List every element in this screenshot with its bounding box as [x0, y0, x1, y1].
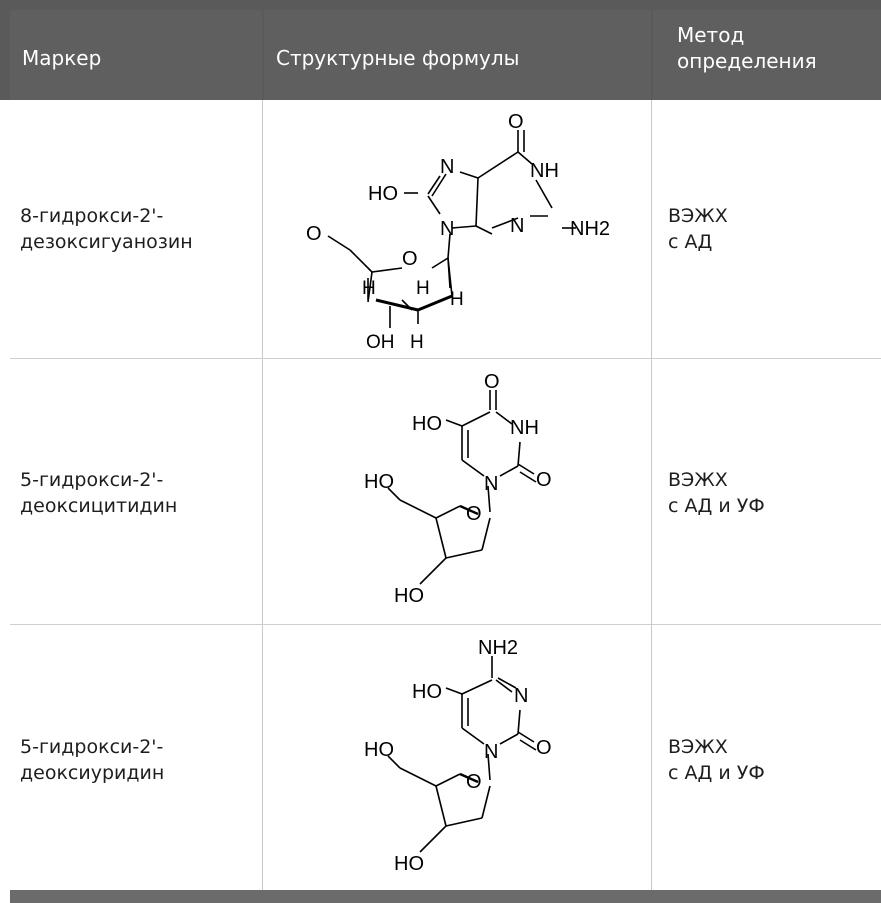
method-name: ВЭЖХ с АД и УФ [668, 469, 765, 517]
header-cell-marker: Маркер [10, 10, 262, 100]
atom-label: N [484, 473, 498, 495]
atom-label: OH [366, 332, 395, 353]
atom-label: O [402, 248, 418, 270]
atom-label: HO [412, 413, 442, 435]
atom-label: HO [368, 183, 398, 205]
column-divider-1 [262, 100, 263, 890]
atom-label: H [362, 278, 376, 299]
row-divider-1 [10, 358, 881, 359]
atom-label: O [306, 223, 322, 245]
atom-label: H [450, 289, 464, 310]
atom-label: N [440, 156, 454, 178]
method-name: ВЭЖХ с АД [668, 205, 728, 253]
column-divider-2 [651, 100, 652, 890]
atom-label: NH2 [570, 218, 610, 240]
atom-label: O [484, 371, 500, 393]
atom-label: HO [364, 739, 394, 761]
atom-label: HO [412, 681, 442, 703]
atom-label: N [510, 215, 524, 237]
table-header: Маркер Структурные формулы Метод определ… [0, 0, 881, 100]
atom-label: HO [394, 853, 424, 875]
header-label-method: Метод определения [677, 23, 817, 73]
header-cell-formulas: Структурные формулы [264, 10, 651, 100]
atom-label: O [508, 111, 524, 133]
header-cell-method: Метод определения [653, 10, 881, 100]
atom-label: N [514, 685, 528, 707]
structural-formula-8-oxo-dg: O N NH HO N N NH2 O O H H H OH H [306, 111, 610, 353]
atom-label: NH [530, 160, 559, 182]
marker-name: 5-гидрокси-2'- деоксиуридин [20, 736, 165, 784]
atom-label: H [410, 332, 424, 353]
structural-formula-5-oh-du: NH2 HO N N O HO O HO [364, 637, 552, 875]
row-divider-2 [10, 624, 881, 625]
atom-label: NH2 [478, 637, 518, 659]
atom-label: O [536, 469, 552, 491]
atom-label: O [536, 737, 552, 759]
marker-name: 8-гидрокси-2'- дезоксигуанозин [20, 205, 193, 253]
atom-label: HO [394, 585, 424, 607]
atom-label: O [466, 503, 482, 525]
atom-label: H [416, 278, 430, 299]
atom-label: N [484, 741, 498, 763]
marker-name: 5-гидрокси-2'- деоксицитидин [20, 469, 178, 517]
header-label-marker: Маркер [22, 46, 102, 70]
atom-label: HO [364, 471, 394, 493]
header-label-formulas: Структурные формулы [276, 46, 520, 70]
atom-label: O [466, 771, 482, 793]
structural-formula-5-oh-dc: O HO NH N O HO O HO [364, 371, 552, 607]
atom-label: NH [510, 417, 539, 439]
method-name: ВЭЖХ с АД и УФ [668, 736, 765, 784]
atom-label: N [440, 218, 454, 240]
table-footer-bar [10, 890, 881, 903]
